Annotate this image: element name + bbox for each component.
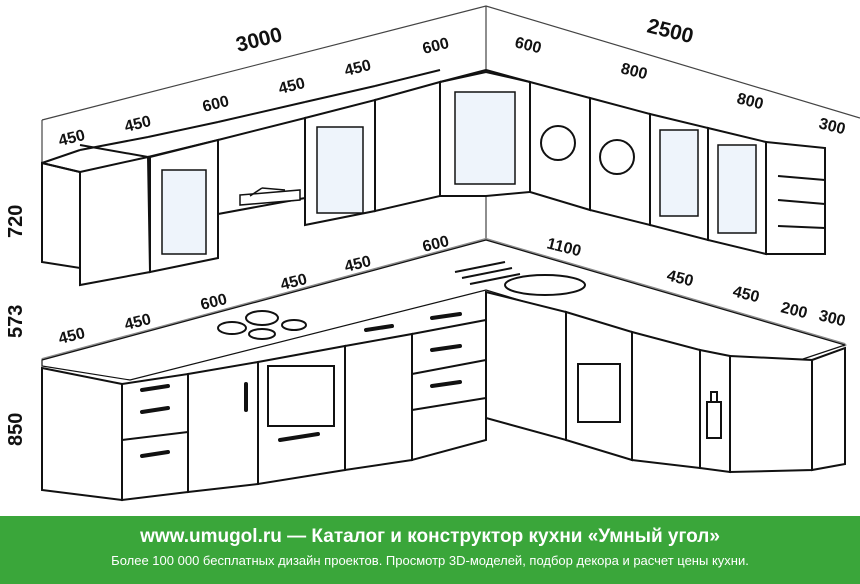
dim-upper-left: 450	[343, 57, 373, 80]
dim-upper-left: 450	[123, 113, 153, 136]
dim-upper-left: 450	[57, 127, 87, 150]
footer-subtitle: Более 100 000 бесплатных дизайн проектов…	[111, 553, 749, 568]
hood	[239, 187, 301, 206]
hob	[217, 310, 307, 340]
dim-upper-right: 800	[735, 90, 765, 113]
dim-upper-right: 300	[817, 115, 847, 138]
dim-upper-left: 450	[277, 75, 307, 98]
footer-site-link[interactable]: www.umugol.ru	[140, 526, 282, 547]
dim-upper-right: 600	[513, 34, 543, 57]
base-cabinets-left	[41, 318, 487, 502]
bottle-icon	[706, 391, 722, 439]
footer-banner: www.umugol.ru — Каталог и конструктор ку…	[0, 516, 860, 584]
upper-cabinets-left	[41, 69, 441, 287]
dim-base-right: 200	[779, 299, 809, 322]
dim-base-left: 450	[123, 311, 153, 334]
sink	[454, 261, 586, 296]
footer-title-line: www.umugol.ru — Каталог и конструктор ку…	[0, 525, 860, 549]
dim-base-right: 450	[665, 267, 695, 290]
dim-total-right: 2500	[645, 15, 696, 49]
dim-base-left: 600	[421, 233, 451, 256]
dim-base-left: 600	[199, 291, 229, 314]
dim-base-left: 450	[279, 271, 309, 294]
dim-base-right: 300	[817, 307, 847, 330]
dim-height-base: 850	[5, 413, 27, 446]
footer-title: — Каталог и конструктор кухни «Умный уго…	[281, 526, 720, 547]
dimension-labels: 3000 2500 720 573 850 450 450 600 450 45…	[5, 15, 847, 446]
upper-cabinets-right	[439, 69, 826, 256]
dim-base-left: 450	[57, 325, 87, 348]
dim-height-worktop: 573	[5, 305, 27, 338]
base-cabinets-right	[485, 290, 846, 474]
dim-base-right: 1100	[545, 235, 583, 260]
dim-base-left: 450	[343, 253, 373, 276]
dim-height-upper: 720	[5, 205, 27, 238]
dim-upper-right: 800	[619, 60, 649, 83]
dim-base-right: 450	[731, 283, 761, 306]
dim-total-left: 3000	[234, 23, 285, 57]
dim-upper-left: 600	[201, 93, 231, 116]
dim-upper-left: 600	[421, 35, 451, 58]
plate-icon	[540, 125, 635, 175]
kitchen-drawing: 3000 2500 720 573 850 450 450 600 450 45…	[5, 5, 860, 502]
